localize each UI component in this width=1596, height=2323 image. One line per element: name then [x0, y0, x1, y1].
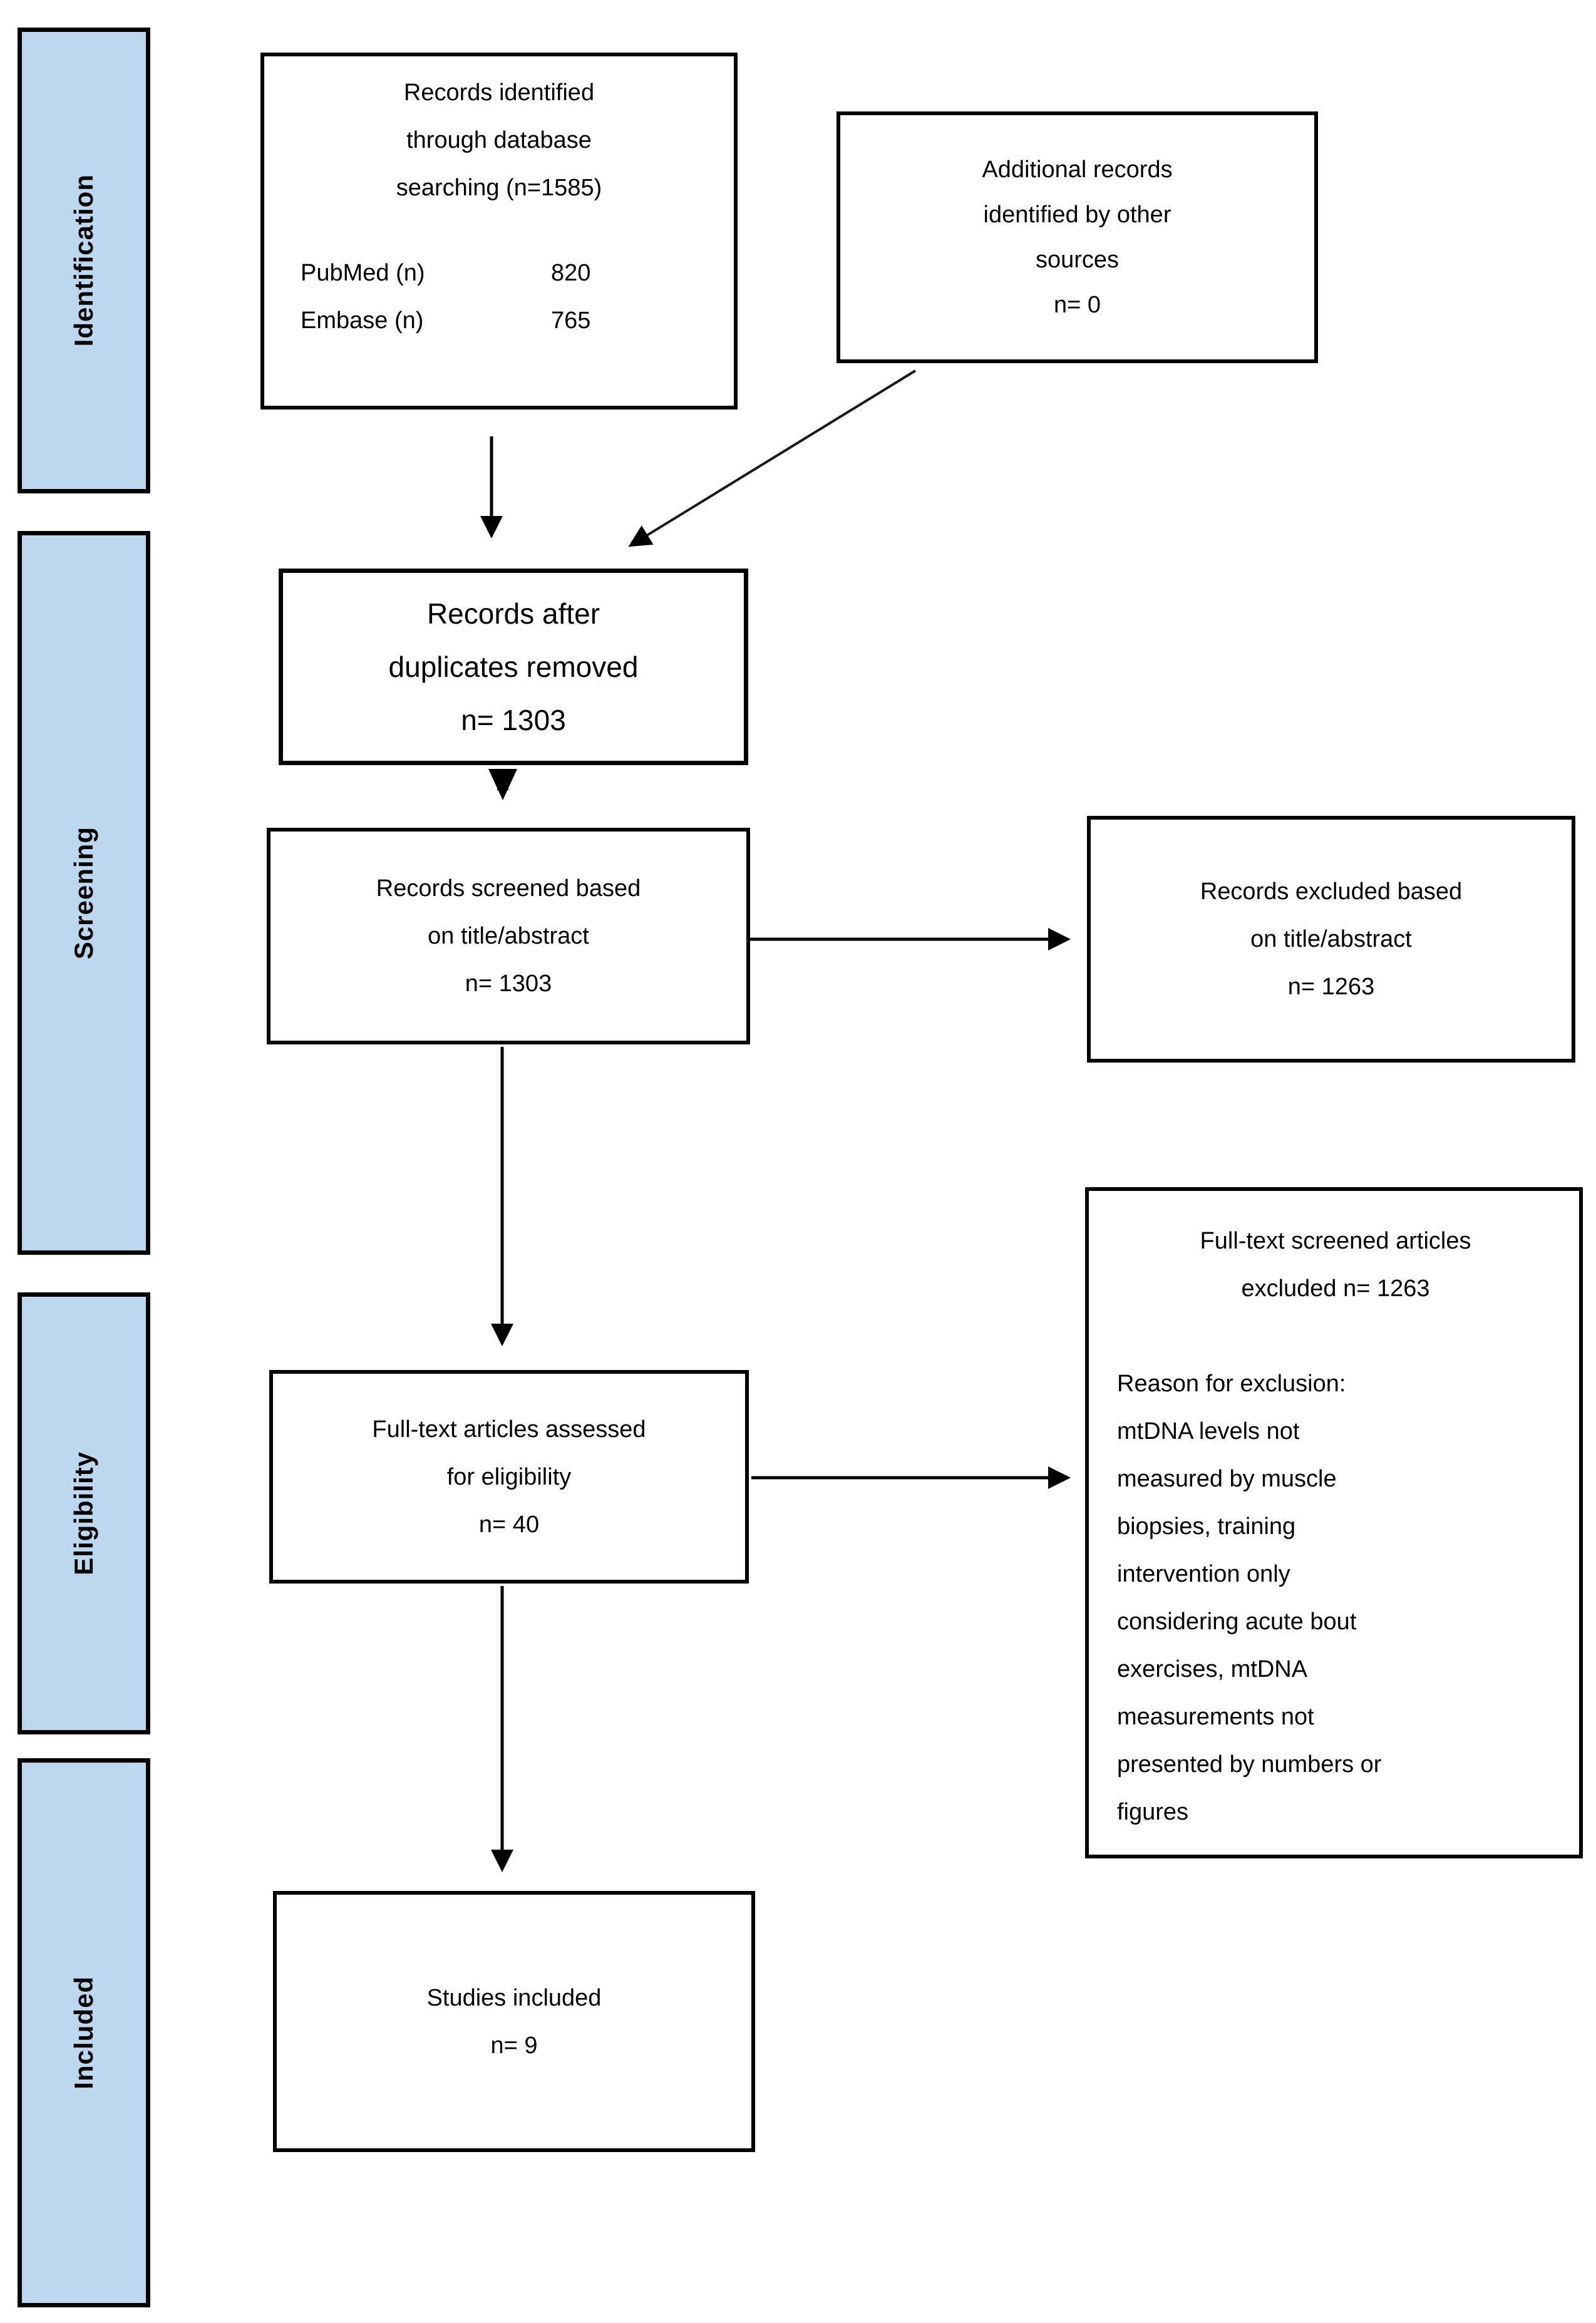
stage-screening-label: Screening	[69, 826, 98, 960]
exclusion-reason-line: exercises, mtDNA	[1117, 1656, 1308, 1682]
source-count: 765	[551, 307, 591, 334]
studies-included-count: n= 9	[490, 2032, 538, 2059]
exclusion-reason-line: intervention only	[1117, 1561, 1290, 1587]
source-label: Embase (n)	[301, 307, 424, 334]
database-source-list: PubMed (n) 820 Embase (n) 765	[283, 249, 715, 344]
source-label: PubMed (n)	[301, 260, 425, 286]
stage-included: Included	[18, 1758, 150, 2307]
records-identified-title-line: through database	[406, 127, 592, 153]
flow-box-additional-records: Additional records identified by other s…	[837, 111, 1318, 363]
exclusion-reason-line: measurements not	[1117, 1704, 1314, 1730]
records-excluded-count: n= 1263	[1287, 974, 1375, 1000]
flow-box-records-screened: Records screened based on title/abstract…	[267, 828, 750, 1044]
records-excluded-line: Records excluded based	[1200, 878, 1463, 905]
arrow-additional-to-dedup	[628, 369, 917, 547]
stage-screening: Screening	[18, 531, 150, 1255]
source-row-embase: Embase (n) 765	[301, 297, 715, 344]
stage-eligibility: Eligibility	[18, 1292, 150, 1734]
exclusion-reason-line: presented by numbers or	[1117, 1751, 1382, 1778]
exclusion-reason-line: measured by muscle	[1117, 1466, 1337, 1492]
fulltext-assessed-line: Full-text articles assessed	[372, 1416, 646, 1443]
records-identified-title-line: searching (n=1585)	[396, 175, 602, 201]
flow-box-duplicates-removed: Records after duplicates removed n= 1303	[279, 569, 748, 765]
records-screened-count: n= 1303	[465, 971, 552, 997]
additional-records-line: identified by other	[983, 202, 1171, 228]
fulltext-excluded-title-line: Full-text screened articles	[1200, 1228, 1471, 1254]
stage-identification-label: Identification	[69, 174, 98, 347]
records-excluded-line: on title/abstract	[1250, 926, 1412, 952]
records-identified-title: Records identified through database sear…	[283, 69, 715, 212]
duplicates-removed-line: duplicates removed	[388, 650, 639, 683]
flow-box-fulltext-excluded: Full-text screened articles excluded n= …	[1085, 1187, 1583, 1858]
flow-box-records-excluded: Records excluded based on title/abstract…	[1087, 816, 1575, 1063]
records-identified-title-line: Records identified	[403, 80, 595, 106]
exclusion-reason-line: biopsies, training	[1117, 1513, 1296, 1540]
studies-included-line: Studies included	[426, 1984, 602, 2011]
fulltext-assessed-line: for eligibility	[446, 1463, 572, 1490]
records-screened-line: Records screened based	[376, 875, 641, 902]
duplicates-removed-line: Records after	[426, 597, 600, 630]
fulltext-assessed-count: n= 40	[478, 1511, 540, 1538]
additional-records-count: n= 0	[1053, 292, 1101, 318]
additional-records-line: sources	[1035, 247, 1120, 273]
flow-box-fulltext-assessed: Full-text articles assessed for eligibil…	[269, 1370, 749, 1584]
source-row-pubmed: PubMed (n) 820	[301, 249, 715, 297]
stage-identification: Identification	[18, 28, 150, 493]
exclusion-reason-line: figures	[1117, 1799, 1189, 1825]
records-screened-line: on title/abstract	[428, 923, 589, 949]
stage-included-label: Included	[69, 1976, 98, 2089]
duplicates-removed-count: n= 1303	[461, 703, 566, 736]
fulltext-excluded-title: Full-text screened articles excluded n= …	[1117, 1217, 1554, 1312]
flow-box-records-identified: Records identified through database sear…	[260, 53, 738, 409]
exclusion-reason-text: Reason for exclusion: mtDNA levels not m…	[1117, 1360, 1554, 1836]
exclusion-reason-line: considering acute bout	[1117, 1609, 1357, 1635]
flow-box-studies-included: Studies included n= 9	[273, 1891, 755, 2152]
exclusion-reason-line: Reason for exclusion:	[1117, 1371, 1346, 1397]
exclusion-reason-line: mtDNA levels not	[1117, 1418, 1300, 1445]
source-count: 820	[551, 260, 591, 286]
additional-records-line: Additional records	[982, 157, 1173, 183]
fulltext-excluded-title-line: excluded n= 1263	[1241, 1275, 1430, 1302]
stage-eligibility-label: Eligibility	[69, 1451, 98, 1575]
